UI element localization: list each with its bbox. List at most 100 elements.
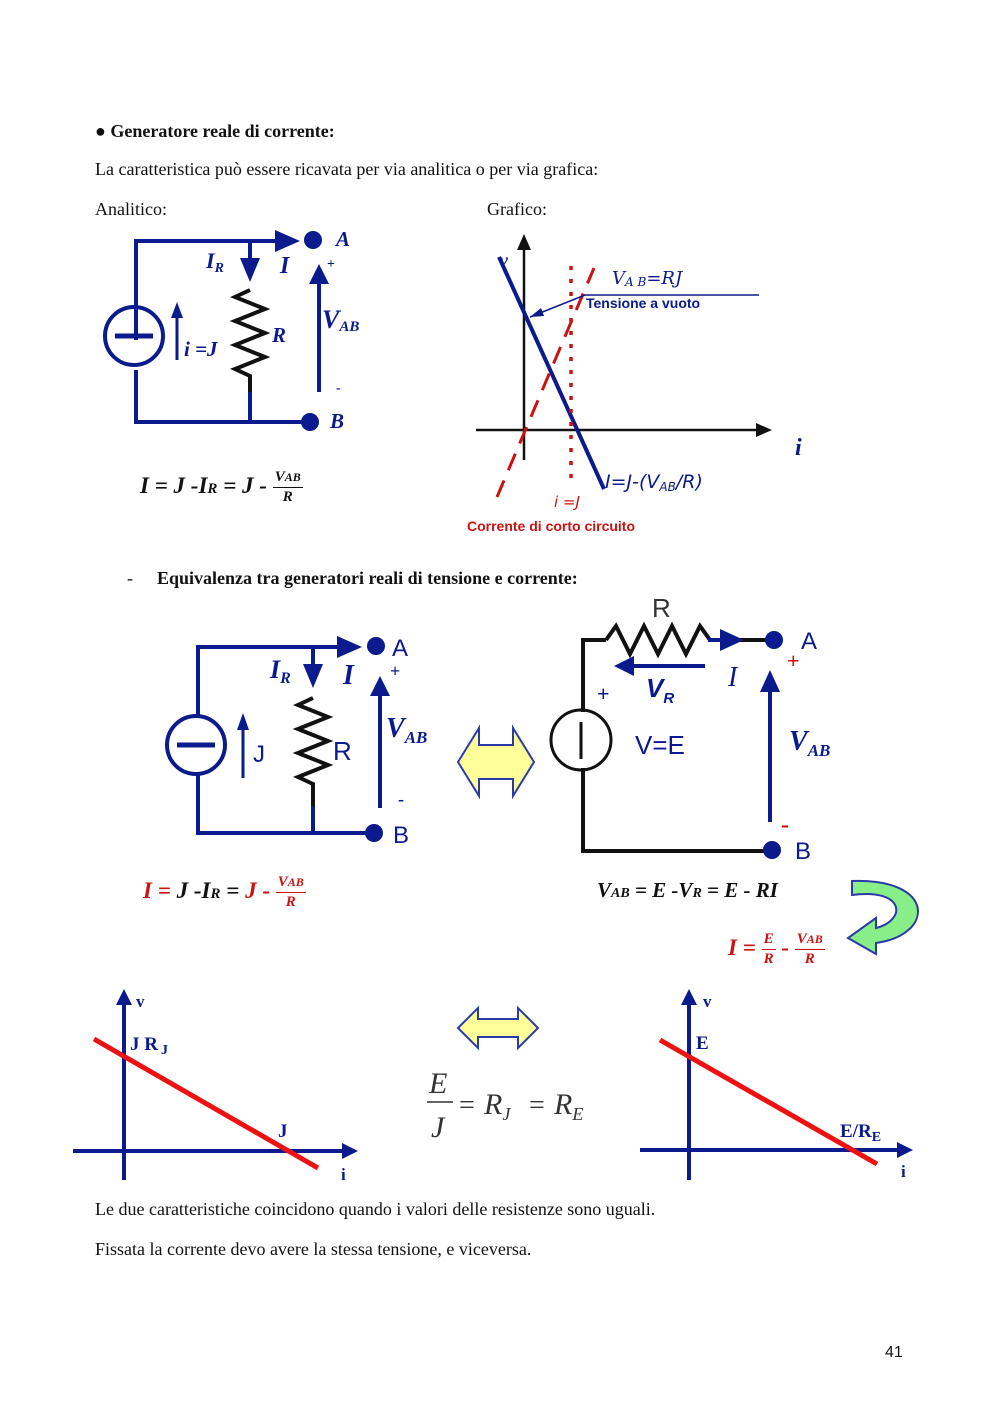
c3-resistor-label: R bbox=[652, 593, 671, 623]
c1-vab-sub: AB bbox=[338, 319, 359, 335]
formula-current-3: I = E R - VAB R bbox=[728, 930, 825, 969]
svg-text:VA B=RJ: VA B=RJ bbox=[612, 268, 684, 289]
c1-plus: + bbox=[327, 257, 335, 272]
g1-vab: V bbox=[612, 268, 627, 289]
svg-text:VAB: VAB bbox=[322, 305, 359, 335]
f1-num: V bbox=[274, 469, 285, 485]
g1-short-circuit: Corrente di corto circuito bbox=[467, 518, 635, 534]
svg-text:IR: IR bbox=[205, 248, 224, 276]
f3-rest: = E -V bbox=[629, 878, 693, 902]
c2-node-b: B bbox=[393, 822, 409, 849]
ratio-eq2: = bbox=[529, 1090, 545, 1121]
g3-v-label: v bbox=[703, 992, 712, 1011]
f2-j2: J bbox=[245, 877, 257, 903]
analytic-label: Analitico: bbox=[95, 199, 167, 219]
svg-text:VAB: VAB bbox=[386, 713, 427, 747]
f2-num: V bbox=[277, 874, 288, 890]
c1-ir: I bbox=[205, 248, 216, 273]
f3-r-sub: R bbox=[692, 886, 702, 901]
svg-text:IR: IR bbox=[269, 655, 291, 687]
g1-eq-b: /R) bbox=[674, 471, 703, 493]
green-curved-arrow bbox=[846, 879, 919, 956]
c1-node-a: A bbox=[334, 227, 350, 251]
f4-num1: E bbox=[761, 930, 776, 950]
f2-fraction: VAB R bbox=[275, 873, 306, 912]
c3-source-label: V=E bbox=[635, 730, 685, 760]
page-number: 41 bbox=[885, 1344, 903, 1361]
formula-voltage: VAB = E -VR = E - RI bbox=[597, 878, 778, 903]
f1-num-sub: AB bbox=[284, 470, 301, 484]
closing-line-1: Le due caratteristiche coincidono quando… bbox=[95, 1199, 656, 1219]
c3-plus-src: + bbox=[597, 681, 610, 706]
circuit-current-generator: A B IR I + - VAB i =J R bbox=[103, 227, 359, 433]
f2-den: R bbox=[285, 894, 296, 910]
ratio-eq1: = bbox=[459, 1090, 475, 1121]
g1-eq-sub: AB bbox=[658, 480, 675, 494]
c3-vr-sub: R bbox=[663, 690, 674, 707]
svg-text:RJ: RJ bbox=[483, 1088, 511, 1124]
f4-fraction-1: E R bbox=[761, 930, 776, 969]
c3-minus: - bbox=[781, 812, 789, 838]
f1-fraction: VAB R bbox=[272, 468, 303, 507]
g3-y-label: E bbox=[696, 1033, 709, 1054]
c3-i: I bbox=[727, 662, 739, 693]
g1-dashed-line bbox=[495, 267, 596, 498]
bullet: ● bbox=[95, 121, 106, 141]
g2-line bbox=[92, 1036, 320, 1171]
f4-den2: R bbox=[804, 951, 815, 967]
g1-vab-rest: =RJ bbox=[646, 268, 684, 289]
g1-eq-a: I=J-(V bbox=[605, 471, 661, 493]
section-title: ● Generatore reale di corrente: bbox=[95, 121, 335, 142]
g3-x-label: E/R bbox=[840, 1121, 872, 1142]
ratio-re: R bbox=[553, 1088, 572, 1121]
svg-text:VAB: VAB bbox=[789, 726, 830, 760]
equiv-title-text: Equivalenza tra generatori reali di tens… bbox=[157, 568, 578, 588]
g1-open-circuit: Tensione a vuoto bbox=[586, 295, 700, 311]
c2-ir-sub: R bbox=[279, 670, 291, 687]
formula-current-2: I = J -IR = J - VAB R bbox=[143, 873, 306, 912]
c2-vab-sub: AB bbox=[404, 728, 428, 747]
f1-sub: R bbox=[207, 480, 218, 497]
g2-y-label: J R bbox=[130, 1034, 158, 1055]
graphic-label: Grafico: bbox=[487, 199, 547, 219]
f2-ir: -I bbox=[188, 877, 211, 903]
ratio-rj-sub: J bbox=[502, 1104, 511, 1124]
f2-num-sub: AB bbox=[287, 875, 304, 889]
ratio-re-sub: E bbox=[571, 1104, 583, 1124]
section-title-text: Generatore reale di corrente: bbox=[110, 121, 335, 141]
closing-line-2: Fissata la corrente devo avere la stessa… bbox=[95, 1239, 532, 1259]
c3-vab-sub: AB bbox=[807, 741, 831, 760]
c1-vab: V bbox=[322, 305, 342, 334]
f4-num2-sub: AB bbox=[806, 932, 823, 946]
g1-ij: i =J bbox=[554, 493, 580, 511]
f4-i: I = bbox=[728, 934, 762, 960]
c3-vab: V bbox=[789, 726, 810, 757]
g1-load-line bbox=[497, 256, 606, 490]
f4-den1: R bbox=[763, 951, 774, 967]
intro-text: La caratteristica può essere ricavata pe… bbox=[95, 159, 599, 179]
f4-num2: V bbox=[796, 931, 807, 947]
f1-lhs: I = J -I bbox=[140, 472, 208, 498]
c2-resistor-label: R bbox=[333, 736, 352, 766]
g2-x-label: J bbox=[278, 1121, 288, 1142]
f3-v: V bbox=[597, 878, 612, 902]
equivalence-arrow bbox=[456, 724, 536, 800]
c3-plus: + bbox=[787, 648, 800, 673]
g2-v-label: v bbox=[136, 992, 145, 1011]
f2-ir-sub: R bbox=[210, 885, 221, 902]
svg-text:J RJ: J RJ bbox=[130, 1034, 168, 1058]
c1-resistor-label: R bbox=[271, 323, 286, 347]
c3-node-a: A bbox=[801, 628, 817, 655]
f4-minus: - bbox=[775, 934, 795, 960]
g1-v-label: v bbox=[499, 250, 509, 272]
ratio-den: J bbox=[431, 1111, 446, 1144]
c3-vr: V bbox=[646, 673, 666, 703]
svg-text:VR: VR bbox=[646, 673, 674, 707]
c2-ir: I bbox=[269, 655, 281, 684]
f1-den: R bbox=[282, 489, 293, 505]
formula-current-1: I = J -IR = J - VAB R bbox=[140, 468, 303, 507]
f3-tail: = E - RI bbox=[701, 878, 778, 902]
